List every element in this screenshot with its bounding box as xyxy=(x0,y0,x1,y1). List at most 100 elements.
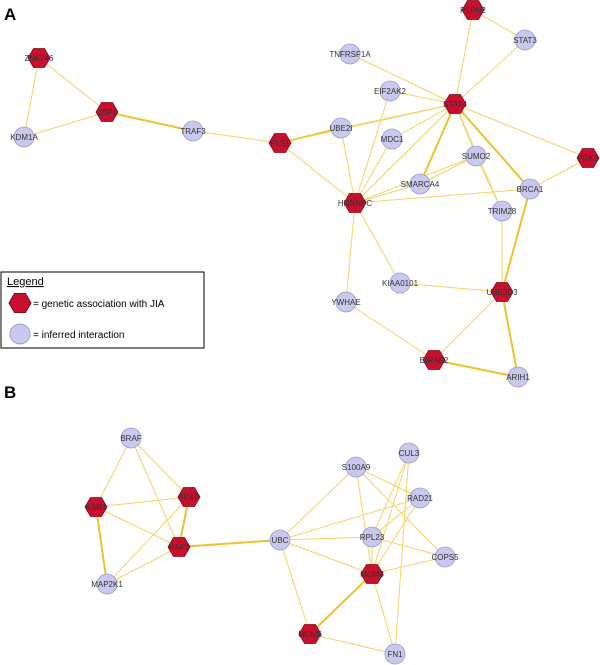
node-ube2d3: UBE2D3 xyxy=(486,282,518,302)
node-label: YWHAE xyxy=(331,298,360,307)
node-label: PTPN2 xyxy=(460,6,486,15)
edge-a3-a2 xyxy=(23,111,108,138)
gene-hexagon xyxy=(84,497,108,517)
node-label: BRAF xyxy=(120,434,141,443)
edge-a20-a23 xyxy=(501,291,519,378)
inferred-circle xyxy=(120,427,142,449)
node-label: TRIM28 xyxy=(488,207,517,216)
inferred-circle xyxy=(379,80,401,102)
node-zbp1: ZBP1 xyxy=(95,102,119,122)
node-eif2ak2: EIF2AK2 xyxy=(374,80,407,102)
node-znf746: ZNF746 xyxy=(25,48,54,68)
node-label: RAD21 xyxy=(407,494,433,503)
node-trim28: TRIM28 xyxy=(488,200,517,222)
edge-b6-b10 xyxy=(279,536,373,541)
edge-a10-a14 xyxy=(454,103,589,159)
node-s100a9: S100A9 xyxy=(342,456,371,478)
edge-a7-a10 xyxy=(389,90,456,105)
node-label: CUL3 xyxy=(399,449,420,458)
legend-title: Legend xyxy=(7,276,44,288)
edge-a1-a3 xyxy=(23,57,40,138)
node-cops5: COPS5 xyxy=(431,546,459,568)
node-label: UBE2D3 xyxy=(486,288,518,297)
node-label: TNFRSF1A xyxy=(329,50,371,59)
node-mcm3: MCM3 xyxy=(360,564,384,584)
edge-a2-a4 xyxy=(106,111,194,132)
edge-b10-b11 xyxy=(371,536,446,558)
node-fn1: FN1 xyxy=(384,643,406,665)
node-label: HNRNPC xyxy=(338,199,372,208)
edge-a16-a17 xyxy=(354,188,531,204)
node-label: SUMO2 xyxy=(462,152,491,161)
edge-b11-b12 xyxy=(371,556,446,575)
panel-b-label: B xyxy=(4,383,16,402)
inferred-circle xyxy=(182,120,204,142)
edge-a17-a19 xyxy=(354,202,401,284)
edge-a13-a15 xyxy=(419,155,477,185)
node-label: UBE2I xyxy=(329,124,352,133)
gene-hexagon xyxy=(298,624,322,644)
inferred-circle xyxy=(409,487,431,509)
node-label: BIRAB2 xyxy=(420,356,449,365)
edge-b6-b7 xyxy=(279,466,357,541)
node-ptpn2: PTPN2 xyxy=(460,0,486,20)
gene-hexagon xyxy=(177,487,201,507)
node-braf: BRAF xyxy=(120,427,142,449)
node-hnrnpc: HNRNPC xyxy=(338,193,372,213)
inferred-circle xyxy=(384,643,406,665)
node-label: MCM3 xyxy=(360,570,384,579)
edge-a16-a20 xyxy=(501,188,531,293)
gene-hexagon xyxy=(27,48,51,68)
node-rpl23: RPL23 xyxy=(360,526,385,548)
edge-a22-a23 xyxy=(433,359,519,378)
edge-a10-a17 xyxy=(354,103,456,204)
edge-a10-a16 xyxy=(454,103,531,190)
edge-a20-a22 xyxy=(433,291,503,361)
node-ubc: UBC xyxy=(269,529,291,551)
node-raf1: RAF1 xyxy=(167,537,191,557)
node-label: RAF1 xyxy=(169,543,190,552)
edge-a10-a15 xyxy=(419,103,456,185)
node-ube2i: UBE2I xyxy=(329,117,353,139)
node-traf3: TRAF3 xyxy=(180,120,206,142)
nodes-layer: ZNF746ZBP1KDM1ATRAF3FLS1TNFRSF1AEIF2AK2P… xyxy=(10,0,600,665)
inferred-circle xyxy=(339,43,361,65)
inferred-circle xyxy=(381,128,403,150)
edge-a1-a2 xyxy=(38,57,108,113)
edge-b6-b13 xyxy=(279,539,311,635)
node-label: STAT3 xyxy=(513,36,537,45)
inferred-circle xyxy=(13,126,35,148)
node-arih1: ARIH1 xyxy=(506,366,530,388)
node-label: BRAP xyxy=(178,493,200,502)
node-map2k1: MAP2K1 xyxy=(91,573,123,595)
node-stat3: STAT3 xyxy=(513,29,537,51)
node-label: MAP2K1 xyxy=(91,580,123,589)
inferred-circle xyxy=(345,456,367,478)
edge-b1-b2 xyxy=(95,437,132,508)
edge-a7-a17 xyxy=(354,90,391,204)
node-label: EIF2AK2 xyxy=(374,87,407,96)
edge-b9-b12 xyxy=(371,497,421,575)
node-mdc1: MDC1 xyxy=(381,128,404,150)
inferred-circle xyxy=(434,546,456,568)
inferred-circle xyxy=(96,573,118,595)
node-stat4: STAT4 xyxy=(443,94,467,114)
node-label: STAT4 xyxy=(443,100,467,109)
node-rad21: RAD21 xyxy=(407,487,433,509)
edge-b7-b11 xyxy=(355,466,446,558)
gene-hexagon xyxy=(443,94,467,114)
node-label: SMARCA4 xyxy=(401,180,440,189)
edge-b2-b5 xyxy=(95,506,108,585)
node-ksr1: KSR1 xyxy=(84,497,108,517)
node-label: KSR1 xyxy=(86,503,107,512)
node-label: S100A9 xyxy=(342,463,371,472)
node-tnfrsf1a: TNFRSF1A xyxy=(329,43,371,65)
node-label: UBC xyxy=(272,536,289,545)
node-label: PRKS xyxy=(577,154,599,163)
edge-a5-a17 xyxy=(279,142,356,204)
edge-b4-b6 xyxy=(178,539,281,548)
edge-b13-b14 xyxy=(309,633,396,655)
node-kiaa0101: KIAA0101 xyxy=(382,272,419,294)
node-label: BRCA1 xyxy=(517,185,544,194)
